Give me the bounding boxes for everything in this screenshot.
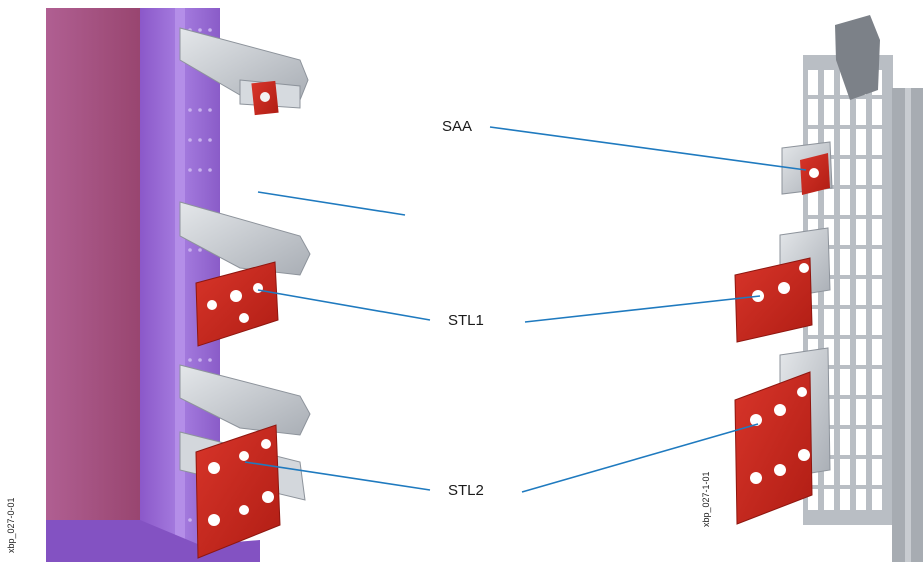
label-saa: SAA <box>442 118 472 135</box>
label-stl1: STL1 <box>448 312 484 329</box>
enclosure-side-panel <box>46 8 142 562</box>
right-assembly <box>735 15 923 562</box>
callout-line-stl1-left <box>258 290 430 320</box>
left-assembly <box>46 8 310 562</box>
callout-line-saa <box>490 127 806 170</box>
label-stl2: STL2 <box>448 482 484 499</box>
callout-line-stl2-right <box>522 424 758 492</box>
callout-lines <box>245 127 806 492</box>
callout-line-unlabeled <box>258 192 405 215</box>
callout-line-stl1-right <box>525 296 760 322</box>
image-code-right: xbp_027-1-01 <box>701 471 711 527</box>
image-code-left: xbp_027-0-01 <box>6 497 16 553</box>
stl2-bracket-left <box>180 365 310 558</box>
rail-edge <box>175 8 185 562</box>
